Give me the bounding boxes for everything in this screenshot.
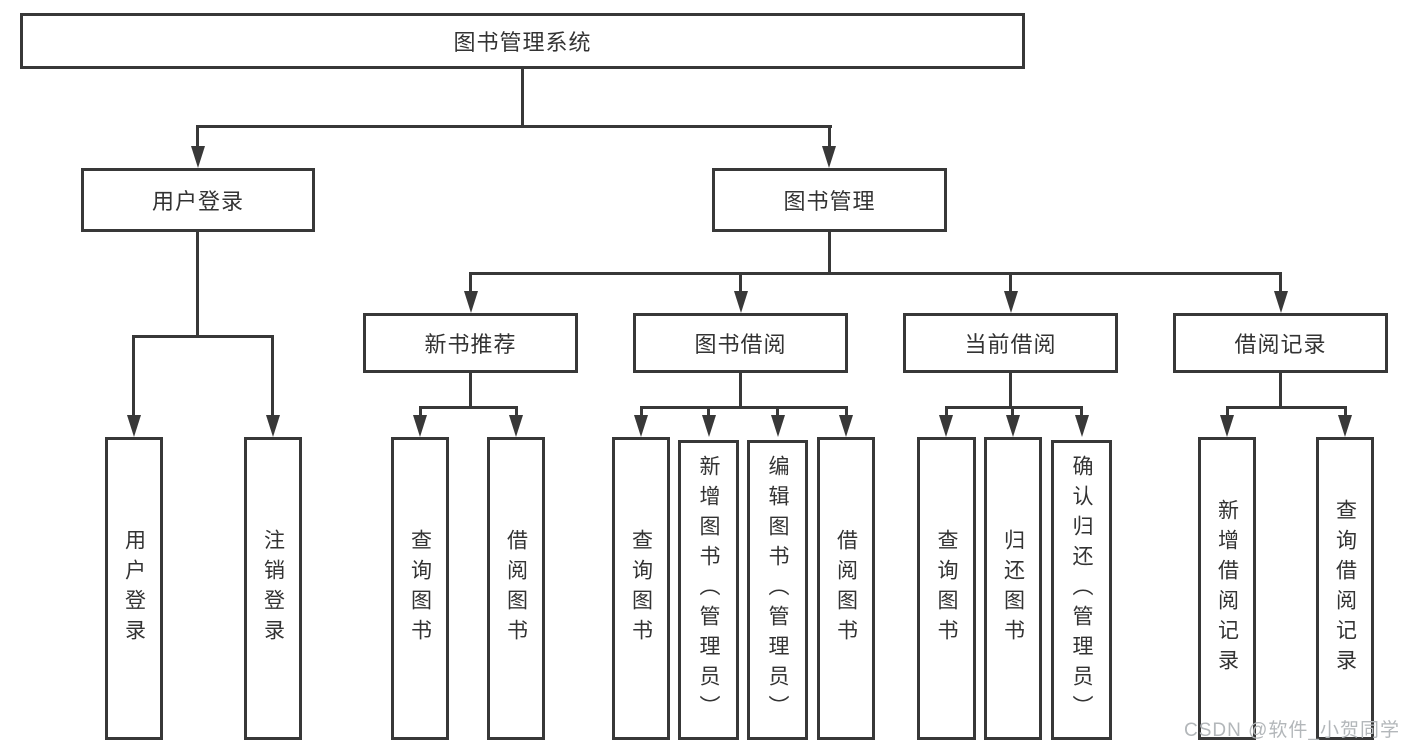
node-book-borrowing: 图书借阅 bbox=[633, 313, 848, 373]
connector-drop-current-borrowing bbox=[1009, 272, 1012, 294]
arrow-down-icon bbox=[939, 415, 953, 437]
arrow-down-icon bbox=[839, 415, 853, 437]
connector-drop-leaf-logout bbox=[271, 335, 274, 419]
connector-drop-book-management bbox=[828, 125, 831, 149]
arrow-down-icon bbox=[1075, 415, 1089, 437]
leaf-borrowing-query-books-label: 查询图书 bbox=[629, 528, 653, 649]
node-borrowing-records: 借阅记录 bbox=[1173, 313, 1388, 373]
leaf-borrowing-borrow-books: 借阅图书 bbox=[817, 437, 875, 740]
connector-root-stem bbox=[521, 69, 524, 127]
connector-drop-leaf bbox=[1226, 406, 1229, 419]
leaf-recommend-borrow-books-label: 借阅图书 bbox=[504, 528, 528, 649]
leaf-borrowing-add-books-admin: 新增图书（管理员） bbox=[678, 440, 739, 740]
leaf-borrowing-edit-books-admin-label: 编辑图书（管理员） bbox=[766, 455, 789, 725]
leaf-recommend-query-books-label: 查询图书 bbox=[408, 528, 432, 649]
arrow-down-icon bbox=[702, 415, 716, 437]
leaf-current-confirm-return-admin: 确认归还（管理员） bbox=[1051, 440, 1112, 740]
connector-root-branch bbox=[197, 125, 832, 128]
node-book-management-label: 图书管理 bbox=[783, 189, 876, 214]
leaf-current-confirm-return-admin-label: 确认归还（管理员） bbox=[1070, 455, 1093, 725]
leaf-current-query-books-label: 查询图书 bbox=[935, 528, 958, 649]
connector-recommend-branch bbox=[419, 406, 518, 409]
node-new-book-recommend-label: 新书推荐 bbox=[424, 332, 517, 357]
connector-drop-leaf-user-login bbox=[132, 335, 135, 419]
arrow-down-icon bbox=[634, 415, 648, 437]
node-root-label: 图书管理系统 bbox=[453, 30, 592, 55]
connector-drop-leaf bbox=[776, 406, 779, 419]
node-user-login-label: 用户登录 bbox=[151, 189, 244, 214]
leaf-recommend-borrow-books: 借阅图书 bbox=[487, 437, 545, 740]
node-book-management: 图书管理 bbox=[712, 168, 947, 232]
node-new-book-recommend: 新书推荐 bbox=[363, 313, 578, 373]
connector-drop-leaf bbox=[1080, 406, 1083, 419]
connector-borrowing-records-stem bbox=[1279, 373, 1282, 409]
connector-drop-leaf bbox=[1344, 406, 1347, 419]
connector-book-management-branch bbox=[469, 272, 1282, 275]
arrow-down-icon bbox=[509, 415, 523, 437]
arrow-down-icon bbox=[1274, 291, 1288, 313]
leaf-records-query-record: 查询借阅记录 bbox=[1316, 437, 1374, 740]
arrow-down-icon bbox=[266, 415, 280, 437]
leaf-borrowing-borrow-books-label: 借阅图书 bbox=[834, 528, 858, 649]
connector-drop-leaf bbox=[515, 406, 518, 419]
connector-borrowing-branch bbox=[640, 406, 848, 409]
arrow-down-icon bbox=[822, 146, 836, 168]
connector-drop-borrowing-records bbox=[1279, 272, 1282, 294]
connector-current-branch bbox=[945, 406, 1083, 409]
connector-book-borrowing-stem bbox=[739, 373, 742, 409]
leaf-recommend-query-books: 查询图书 bbox=[391, 437, 449, 740]
connector-user-login-stem bbox=[196, 232, 199, 338]
leaf-records-query-record-label: 查询借阅记录 bbox=[1333, 498, 1357, 679]
leaf-current-return-books-label: 归还图书 bbox=[1001, 528, 1025, 649]
leaf-records-add-record-label: 新增借阅记录 bbox=[1215, 498, 1239, 679]
csdn-watermark: CSDN @软件_小贺同学 bbox=[1184, 720, 1400, 741]
arrow-down-icon bbox=[1006, 415, 1020, 437]
arrow-down-icon bbox=[464, 291, 478, 313]
arrow-down-icon bbox=[734, 291, 748, 313]
connector-current-borrowing-stem bbox=[1009, 373, 1012, 409]
arrow-down-icon bbox=[191, 146, 205, 168]
connector-drop-user-login bbox=[196, 125, 199, 149]
arrow-down-icon bbox=[1004, 291, 1018, 313]
node-user-login: 用户登录 bbox=[81, 168, 315, 232]
leaf-logout: 注销登录 bbox=[244, 437, 302, 740]
arrow-down-icon bbox=[771, 415, 785, 437]
arrow-down-icon bbox=[127, 415, 141, 437]
connector-drop-book-borrowing bbox=[739, 272, 742, 294]
leaf-current-query-books: 查询图书 bbox=[917, 437, 976, 740]
arrow-down-icon bbox=[1220, 415, 1234, 437]
node-current-borrowing-label: 当前借阅 bbox=[964, 332, 1057, 357]
connector-drop-leaf bbox=[640, 406, 643, 419]
connector-drop-new-book-recommend bbox=[469, 272, 472, 294]
arrow-down-icon bbox=[413, 415, 427, 437]
node-book-borrowing-label: 图书借阅 bbox=[694, 332, 787, 357]
leaf-records-add-record: 新增借阅记录 bbox=[1198, 437, 1256, 740]
node-root-library-system: 图书管理系统 bbox=[20, 13, 1025, 69]
leaf-logout-label: 注销登录 bbox=[261, 528, 285, 649]
connector-records-branch bbox=[1226, 406, 1347, 409]
connector-drop-leaf bbox=[707, 406, 710, 419]
arrow-down-icon bbox=[1338, 415, 1352, 437]
node-current-borrowing: 当前借阅 bbox=[903, 313, 1118, 373]
connector-drop-leaf bbox=[945, 406, 948, 419]
leaf-borrowing-add-books-admin-label: 新增图书（管理员） bbox=[697, 455, 720, 725]
leaf-user-login: 用户登录 bbox=[105, 437, 163, 740]
leaf-borrowing-edit-books-admin: 编辑图书（管理员） bbox=[747, 440, 808, 740]
leaf-current-return-books: 归还图书 bbox=[984, 437, 1042, 740]
leaf-user-login-label: 用户登录 bbox=[122, 528, 146, 649]
connector-drop-leaf bbox=[845, 406, 848, 419]
connector-drop-leaf bbox=[1011, 406, 1014, 419]
connector-book-management-stem bbox=[828, 232, 831, 275]
node-borrowing-records-label: 借阅记录 bbox=[1234, 332, 1327, 357]
connector-drop-leaf bbox=[419, 406, 422, 419]
leaf-borrowing-query-books: 查询图书 bbox=[612, 437, 670, 740]
connector-user-login-branch bbox=[132, 335, 274, 338]
connector-new-book-recommend-stem bbox=[469, 373, 472, 409]
